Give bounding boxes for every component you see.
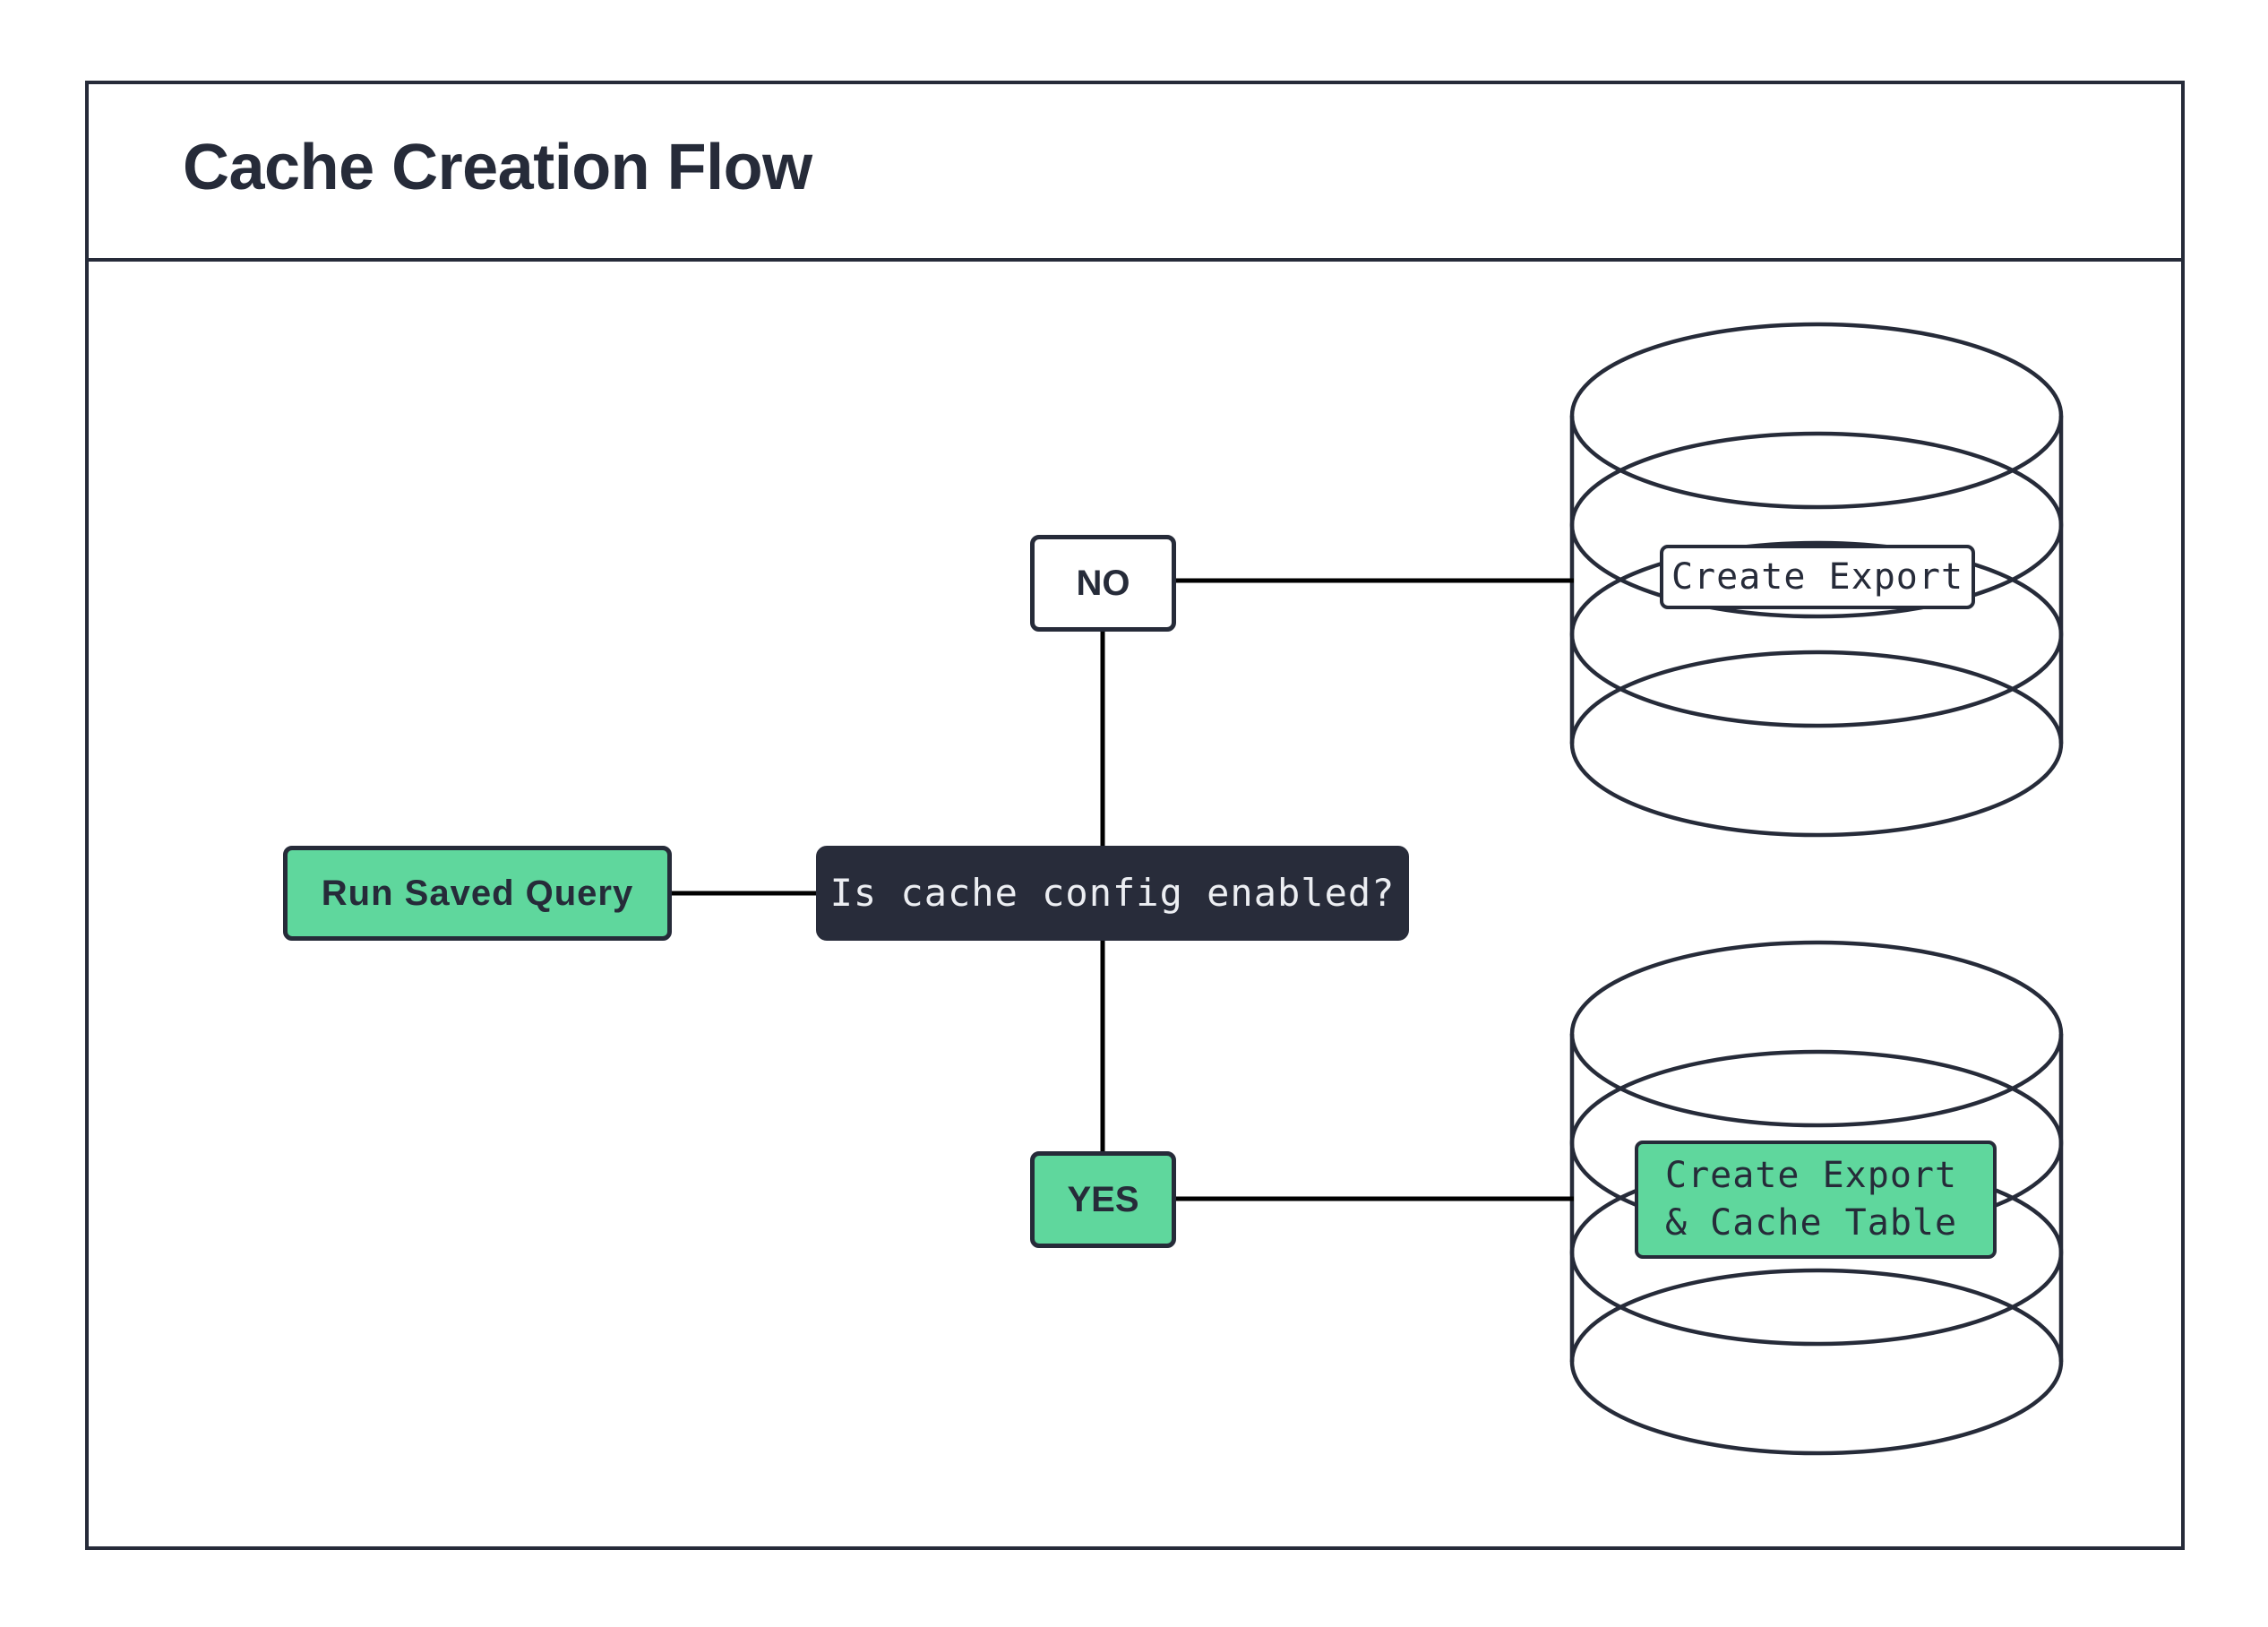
node-branch-yes-label: YES [1067,1179,1139,1219]
node-run-saved-query[interactable]: Run Saved Query [283,846,672,941]
diagram-header: Cache Creation Flow [89,84,2181,262]
node-create-export-label: Create Export [1671,555,1964,598]
node-create-export-and-cache-table[interactable]: Create Export & Cache Table [1635,1141,1997,1259]
node-decision-cache-config[interactable]: Is cache config enabled? [816,846,1409,941]
node-branch-yes[interactable]: YES [1030,1151,1176,1248]
page-title: Cache Creation Flow [183,132,812,203]
node-create-export-cache-label-line1: Create Export [1665,1155,1958,1197]
node-create-export[interactable]: Create Export [1660,545,1975,609]
node-run-saved-query-label: Run Saved Query [321,873,634,913]
node-branch-no-label: NO [1076,563,1130,603]
diagram-frame: Cache Creation Flow [85,81,2185,1550]
node-branch-no[interactable]: NO [1030,535,1176,632]
node-decision-label: Is cache config enabled? [829,871,1396,916]
node-create-export-cache-label-line2: & Cache Table [1665,1202,1958,1244]
